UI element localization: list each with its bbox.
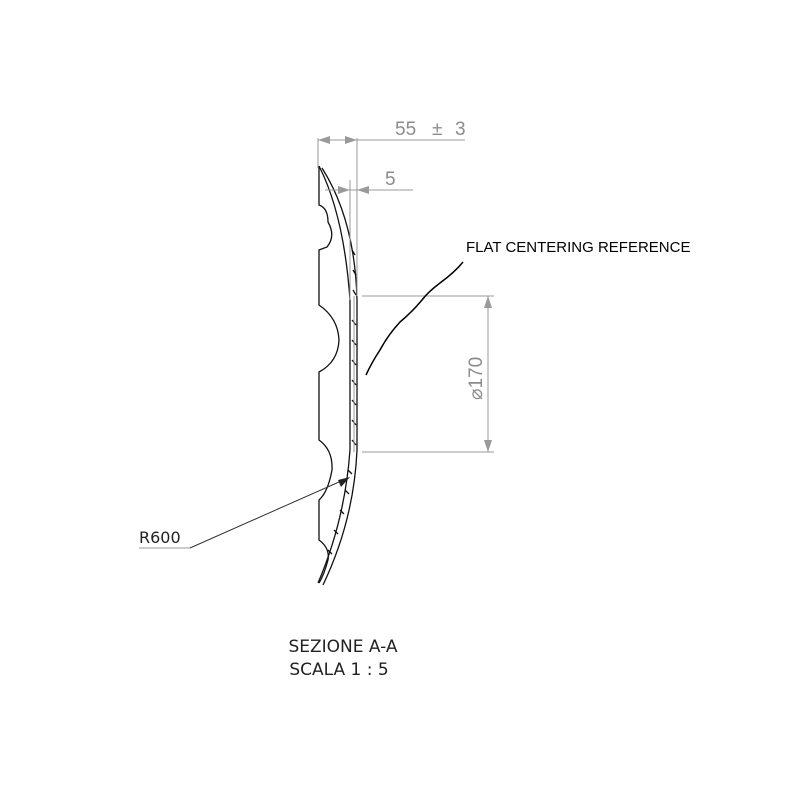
blade-notched-profile	[318, 166, 340, 584]
radius-callout: R600	[139, 477, 350, 549]
blade-outer-arc	[321, 167, 358, 586]
offset-arrow-left	[338, 186, 350, 194]
section-caption: SEZIONE A-A SCALA 1 : 5	[288, 637, 397, 680]
radius-value: R600	[139, 528, 181, 547]
offset-value: 5	[385, 169, 396, 190]
note-leader	[365, 261, 464, 376]
offset-dimension: 5	[325, 169, 413, 300]
offset-arrow-right	[357, 186, 369, 194]
note-text: FLAT CENTERING REFERENCE	[466, 239, 690, 256]
diameter-arrow-top	[484, 296, 492, 308]
depth-value: 55	[395, 119, 416, 140]
depth-tol-sign: ±	[432, 119, 442, 140]
depth-dimension: 55 ± 3	[317, 119, 466, 296]
blade-inner-arc	[317, 165, 351, 584]
radius-arrow	[338, 477, 350, 487]
flat-centering-note: FLAT CENTERING REFERENCE	[365, 239, 690, 376]
diameter-dimension: ⌀170	[362, 295, 494, 453]
diameter-value: ⌀170	[466, 357, 487, 400]
blade-section	[317, 165, 358, 586]
depth-tol-value: 3	[455, 119, 466, 140]
section-title: SEZIONE A-A	[288, 637, 397, 657]
radius-leader	[189, 477, 349, 549]
depth-arrow-right	[345, 136, 357, 144]
section-scale: SCALA 1 : 5	[289, 660, 388, 680]
diameter-arrow-bottom	[484, 440, 492, 452]
depth-arrow-left	[318, 136, 330, 144]
